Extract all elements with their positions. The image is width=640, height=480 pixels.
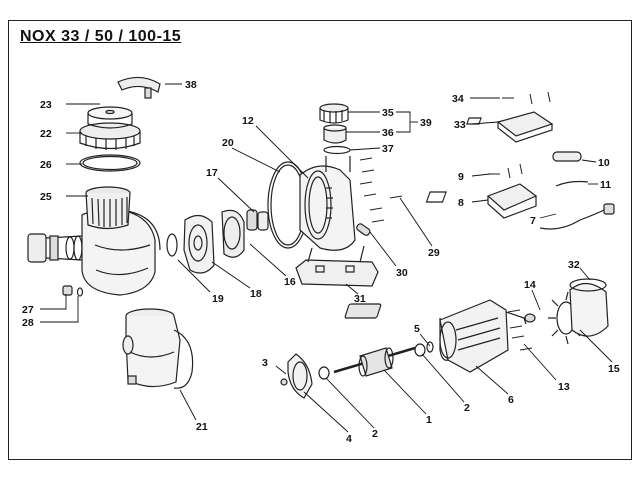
label-14: 14 <box>524 279 536 291</box>
bearing-rear <box>414 343 426 357</box>
label-36: 36 <box>382 127 394 139</box>
diagram-title: NOX 33 / 50 / 100-15 <box>20 28 182 45</box>
spring-washer <box>426 341 434 353</box>
impeller <box>221 209 245 258</box>
volute-plug <box>356 223 371 236</box>
motor <box>344 299 536 373</box>
label-28: 28 <box>22 317 34 329</box>
label-8: 8 <box>458 197 464 209</box>
label-37: 37 <box>382 143 394 155</box>
lid-locking-ring <box>79 122 141 150</box>
flange-screw <box>280 378 288 386</box>
label-25: 25 <box>40 191 52 203</box>
lid-o-ring <box>79 154 141 172</box>
strainer-housing <box>27 209 161 296</box>
o-ring-19 <box>166 233 178 257</box>
rotor-shaft <box>333 346 416 377</box>
label-2a: 2 <box>372 428 378 440</box>
fan-cover <box>569 278 609 337</box>
mechanical-seal <box>246 209 269 231</box>
label-27: 27 <box>22 304 34 316</box>
diagram-frame <box>8 20 632 460</box>
label-18: 18 <box>250 288 262 300</box>
label-7: 7 <box>530 215 536 227</box>
label-11: 11 <box>600 179 611 191</box>
pump-housing-alt <box>122 308 194 389</box>
label-19: 19 <box>212 293 224 305</box>
terminal-box <box>425 183 538 219</box>
label-21: 21 <box>196 421 208 433</box>
capacitor <box>552 151 582 162</box>
label-38: 38 <box>185 79 197 91</box>
label-2b: 2 <box>464 402 470 414</box>
label-33: 33 <box>454 119 466 131</box>
diffuser <box>183 214 215 274</box>
volute-screws <box>359 157 403 223</box>
label-23: 23 <box>40 99 52 111</box>
label-13: 13 <box>558 381 570 393</box>
terminal-box-screws <box>502 91 551 105</box>
label-5: 5 <box>414 323 420 335</box>
terminal-box-cover <box>466 111 554 143</box>
label-3: 3 <box>262 357 268 369</box>
rear-flange <box>287 353 313 399</box>
label-9: 9 <box>458 171 464 183</box>
wires <box>555 180 589 187</box>
pump-foot <box>295 245 379 287</box>
drain-plug <box>62 285 73 296</box>
outlet-union <box>319 103 351 172</box>
label-1: 1 <box>426 414 432 426</box>
bearing-front <box>318 366 330 380</box>
volute <box>299 165 356 251</box>
label-17: 17 <box>206 167 218 179</box>
label-6: 6 <box>508 394 514 406</box>
label-35: 35 <box>382 107 394 119</box>
power-cable <box>539 203 615 230</box>
label-34: 34 <box>452 93 464 105</box>
motor-screws <box>507 309 533 351</box>
clamp <box>117 76 161 93</box>
label-22: 22 <box>40 128 52 140</box>
label-32: 32 <box>568 259 580 271</box>
label-10: 10 <box>598 157 610 169</box>
terminal-box-base-screws <box>488 163 523 179</box>
label-16: 16 <box>284 276 296 288</box>
label-20: 20 <box>222 137 234 149</box>
label-29: 29 <box>428 247 440 259</box>
label-26: 26 <box>40 159 52 171</box>
strainer-basket <box>85 186 131 230</box>
label-4: 4 <box>346 433 352 445</box>
label-15: 15 <box>608 363 620 375</box>
label-30: 30 <box>396 267 408 279</box>
label-31: 31 <box>354 293 366 305</box>
label-12: 12 <box>242 115 254 127</box>
strainer-lid <box>87 106 133 129</box>
drain-o-ring <box>76 287 84 297</box>
label-39: 39 <box>420 117 432 129</box>
